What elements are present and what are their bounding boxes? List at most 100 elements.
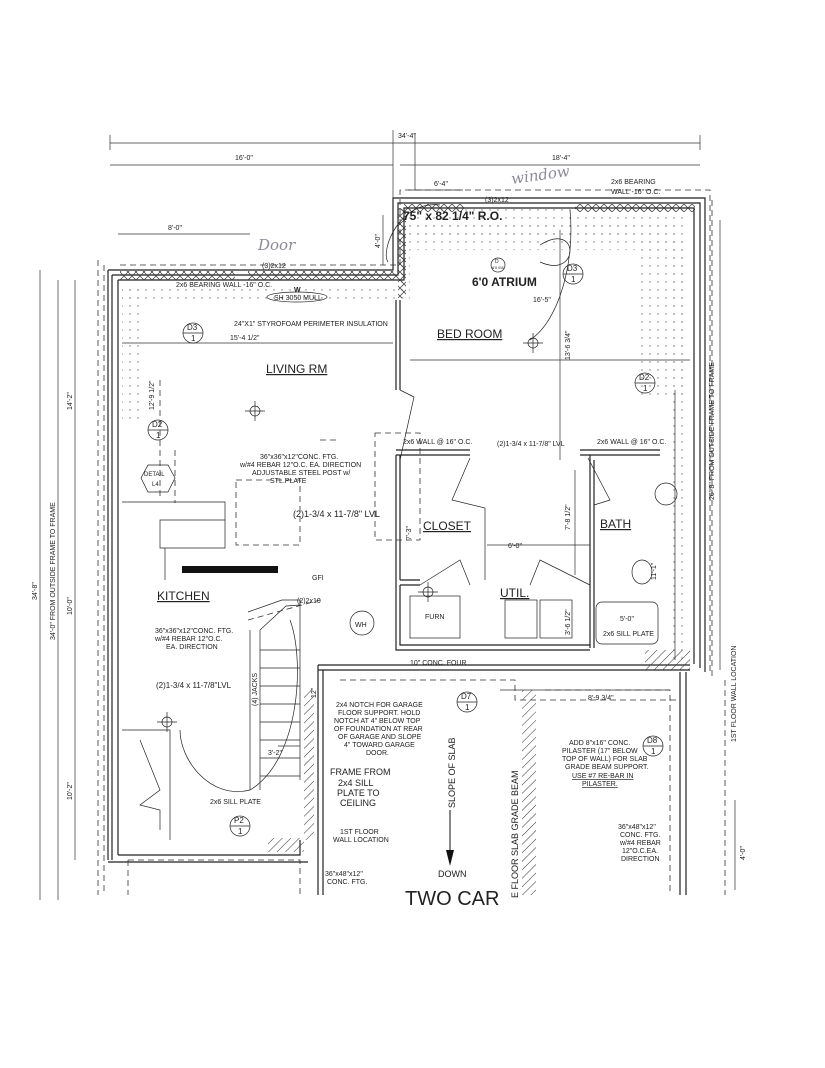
section-tag-d2-right: D21 xyxy=(634,372,656,394)
tag-number: 1 xyxy=(238,827,243,836)
note-conc-four: 10" CONC. FOUR xyxy=(410,660,467,667)
room-bedroom: BED ROOM xyxy=(437,327,502,341)
dim-notch-depth: 4'-0" xyxy=(375,234,382,248)
note-frame-1: FRAME FROM xyxy=(330,767,391,777)
note-frame-2: 2x4 SILL xyxy=(338,778,374,788)
detail-tag-l4: DETAIL L4 xyxy=(140,464,176,493)
note-window-mull: SH 3050 MULL xyxy=(274,295,322,302)
section-tag-d7: D71 xyxy=(456,691,478,713)
note-lvl-mid: (2)1-3/4 x 11-7/8" LVL xyxy=(293,509,380,519)
note-pilaster-4: GRADE BEAM SUPPORT. xyxy=(565,764,649,771)
note-down: DOWN xyxy=(438,869,467,879)
note-footing-4d: 12"O.C.EA. xyxy=(622,848,658,855)
note-notch-6: 4" TOWARD GARAGE xyxy=(344,742,415,749)
note-bearing-right: 2x6 BEARING xyxy=(611,179,656,186)
note-slope: SLOPE OF SLAB xyxy=(447,737,457,808)
room-bath: BATH xyxy=(600,517,631,531)
interior-walls xyxy=(122,204,678,840)
tag-number: 1 xyxy=(571,275,576,284)
note-header-left: (3)2x12 xyxy=(262,263,286,270)
dim-bath-tub: 5'-0" xyxy=(620,616,634,623)
dim-left-lower: 10'-2" xyxy=(67,782,74,800)
handwritten-window: window xyxy=(510,162,571,188)
dim-atrium-offset: 6'-4" xyxy=(434,181,448,188)
tag-number: 1 xyxy=(191,334,196,343)
note-footing-3b: CONC. FTG. xyxy=(327,879,367,886)
tag-number: 1 xyxy=(643,384,648,393)
note-footing-4c: w/#4 REBAR xyxy=(619,840,661,847)
note-notch-4: OF FOUNDATION AT REAR xyxy=(334,726,423,733)
note-header-top: (3)2x12 xyxy=(485,197,509,204)
note-notch-5: OF GARAGE AND SLOPE xyxy=(338,734,422,741)
dim-bedroom-width: 16'-5" xyxy=(533,297,551,304)
light-fixture-icons xyxy=(157,333,543,732)
note-pilaster-6: PILASTER. xyxy=(582,781,618,788)
note-insulation: 24"X1" STYROFOAM PERIMETER INSULATION xyxy=(234,321,388,328)
dim-overall-width: 34'-4" xyxy=(398,133,416,140)
note-footing-1d: STL.PLATE xyxy=(270,478,307,485)
note-atrium: 6'0 ATRIUM xyxy=(472,275,537,289)
tag-number: L4 xyxy=(152,482,159,488)
dim-right-frame: 26'-8" FROM OUTSIDE FRAME TO FRAME xyxy=(709,362,716,500)
room-closet: CLOSET xyxy=(423,519,472,533)
note-bearing-right-2: WALL -16" O.C. xyxy=(611,189,660,196)
tag-label: DETAIL xyxy=(144,472,165,478)
note-footing-4e: DIRECTION xyxy=(621,856,660,863)
note-footing-1: 36"x36"x12"CONC. FTG. xyxy=(260,454,338,461)
room-util: UTIL. xyxy=(500,586,529,600)
note-gfi: GFI xyxy=(312,575,324,582)
dim-left-total: 34'-8" xyxy=(32,582,39,600)
tag-label: D2 xyxy=(152,420,163,429)
note-footing-2: 36"x36"x12"CONC. FTG. xyxy=(155,628,233,635)
tag-number: 1 xyxy=(156,431,161,440)
construction-notes: (3)2x12 (3)2x12 2x6 BEARING WALL -16" O.… xyxy=(154,179,738,898)
tag-label: D3 xyxy=(567,264,578,273)
note-footing-2b: w/#4 REBAR 12"O.C. xyxy=(154,636,223,643)
note-first-floor-2: WALL LOCATION xyxy=(333,837,389,844)
dim-right-width: 18'-4" xyxy=(552,155,570,162)
dim-closet-depth: 7'-3" xyxy=(406,526,413,540)
dim-stair-width: 3'-2" xyxy=(268,750,282,757)
room-kitchen: KITCHEN xyxy=(157,589,210,603)
note-frame-3: PLATE TO xyxy=(337,788,380,798)
note-footing-4: 36"x48"x12" CONC. FTG. w/#4 REBAR 12"O.C… xyxy=(618,824,661,863)
section-tag-d3-left: D31 xyxy=(182,322,204,344)
note-footing-1b: w/#4 REBAR 12"O.C. EA. DIRECTION xyxy=(239,462,361,469)
note-footing-2c: EA. DIRECTION xyxy=(166,644,218,651)
dim-util-depth: 3'-6 1/2" xyxy=(565,609,572,635)
note-pilaster-1: ADD 8"x16" CONC. xyxy=(569,740,630,747)
note-pilaster-5: USE #7 RE-BAR IN xyxy=(572,773,633,780)
section-tag-d3-right: D31 xyxy=(562,263,584,285)
dim-left-frame: 34'-0" FROM OUTSIDE FRAME TO FRAME xyxy=(50,502,57,640)
dim-left-mid: 10'-0" xyxy=(67,597,74,615)
note-pilaster-2: PILASTER (17" BELOW xyxy=(562,748,638,755)
note-wall-bath: 2x6 WALL @ 16" O.C. xyxy=(597,439,666,446)
section-tag-d2-left: D21 xyxy=(147,419,169,441)
note-notch-7: DOOR. xyxy=(366,750,389,757)
dim-pilaster: 8'-9 3/4" xyxy=(588,695,614,702)
section-tag-p2: P21 xyxy=(229,815,251,837)
note-jacks: (4) JACKS xyxy=(252,673,259,706)
room-living: LIVING RM xyxy=(266,362,327,376)
dim-living-depth: 12'-9 1/2" xyxy=(149,380,156,410)
note-notch-3: NOTCH AT 4" BELOW TOP xyxy=(334,718,421,725)
dim-bath-depth: 11'-1" xyxy=(651,562,658,580)
slope-arrowhead xyxy=(446,850,454,866)
dim-living-width: 15'-4 1/2" xyxy=(230,335,260,342)
door-tag xyxy=(490,257,506,273)
door-tag-top: D xyxy=(495,259,499,265)
dimension-labels: 34'-4" 16'-0" 18'-4" 6'-4" 8'-0" 4'-0" 1… xyxy=(32,133,747,860)
tag-label: P2 xyxy=(234,816,244,825)
note-frame-from: FRAME FROM 2x4 SILL PLATE TO CEILING xyxy=(330,767,391,808)
window-mull-tag xyxy=(266,291,328,303)
tag-number: 1 xyxy=(651,747,656,756)
room-water-heater: WH xyxy=(355,622,367,629)
dim-hall-width: 6'-0" xyxy=(508,543,522,550)
dim-door-offset: 8'-0" xyxy=(168,225,182,232)
note-garage-notch: 2x4 NOTCH FOR GARAGE FLOOR SUPPORT. HOLD… xyxy=(334,702,423,757)
note-bearing-left: 2x6 BEARING WALL -16" O.C. xyxy=(176,282,272,289)
note-lvl-kitchen: (2)1-3/4 x 11-7/8"LVL xyxy=(156,681,232,690)
dim-stair-offset: 12" xyxy=(311,687,318,698)
dim-left-width: 16'-0" xyxy=(235,155,253,162)
tag-label: D7 xyxy=(461,692,472,701)
